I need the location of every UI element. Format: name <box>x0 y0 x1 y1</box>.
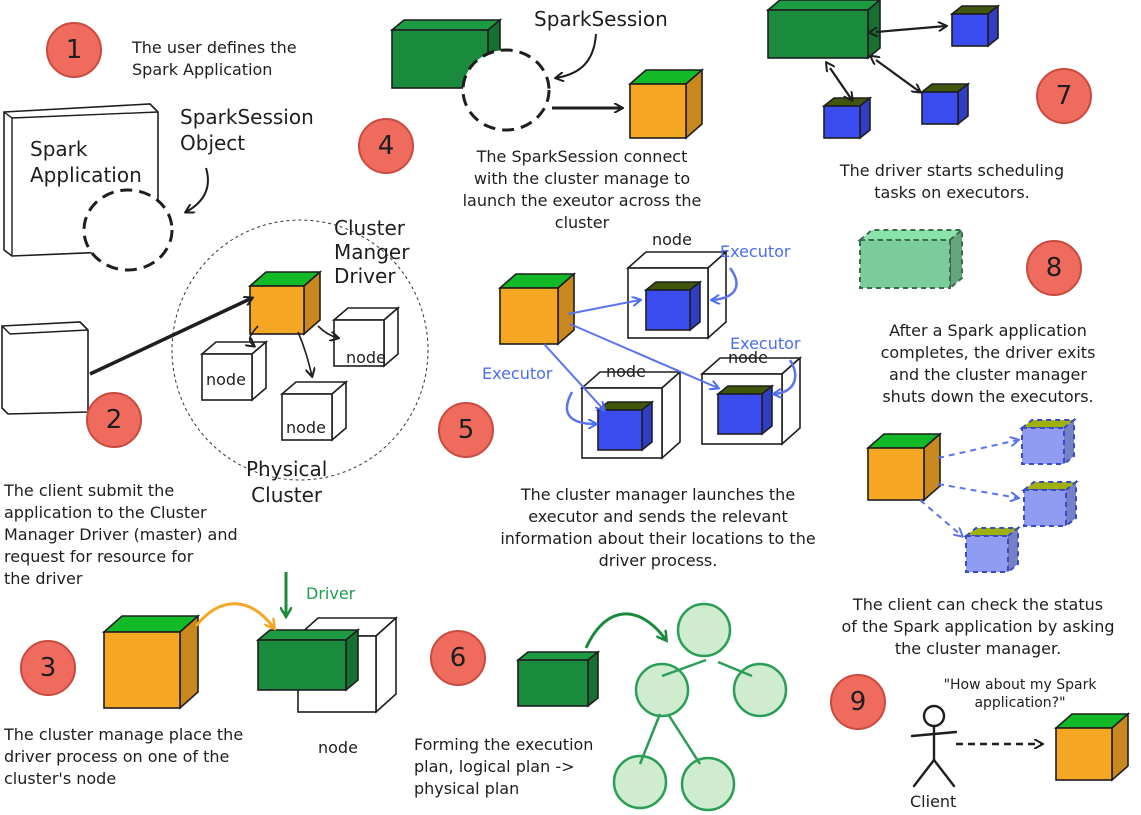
sparksession-label-arrow <box>556 33 597 78</box>
client-box <box>1 321 89 415</box>
driver-block-top <box>389 18 503 90</box>
execution-plan-tree <box>638 658 753 765</box>
step-6-badge: 6 <box>430 630 486 686</box>
cluster-manager-cube-8 <box>865 432 943 502</box>
shutdown-arrow-1 <box>937 440 1018 459</box>
schedule-arrow-1 <box>876 26 946 32</box>
sparksession-object-circle <box>82 188 174 272</box>
shutdown-arrow-3 <box>919 499 962 536</box>
executor-cube-7c <box>919 82 971 126</box>
stopped-executor-2 <box>1021 479 1079 529</box>
sparksession-object-arrow <box>186 167 209 212</box>
node-label-4: node <box>318 738 358 757</box>
node-label-2: node <box>346 348 386 367</box>
driver-block <box>255 628 361 692</box>
node-label-1: node <box>206 370 246 389</box>
schedule-arrow-2 <box>830 68 852 100</box>
driver-block-6 <box>515 650 601 708</box>
plan-node-right <box>732 662 788 718</box>
sparksession-circle <box>461 48 551 132</box>
plan-arrow <box>584 612 666 649</box>
schedule-arrow-3 <box>876 60 920 92</box>
executor-pointer-3 <box>774 359 797 394</box>
plan-node-leaf-1 <box>612 754 668 810</box>
cluster-manager-cube <box>101 614 201 710</box>
node-label-3: node <box>286 418 326 437</box>
launch-arrow-1 <box>567 300 640 315</box>
launch-arrow-2 <box>543 343 604 410</box>
client-label: Client <box>910 792 957 811</box>
step-7-badge: 7 <box>1036 68 1092 124</box>
cluster-manager-driver-cube <box>247 270 323 336</box>
place-driver-arrow <box>194 602 274 628</box>
driver-label: Driver <box>306 584 356 603</box>
executor-cube-7a <box>949 4 1001 48</box>
exited-driver-block <box>857 227 965 291</box>
client-stick-figure <box>910 704 958 788</box>
executor-pointer-1 <box>712 267 738 300</box>
plan-node-root <box>676 602 732 658</box>
launch-arrow-3 <box>569 323 718 388</box>
cluster-manager-cube-top <box>627 68 705 140</box>
driver-block-7 <box>765 0 882 60</box>
step-8-badge: 8 <box>1026 240 1082 296</box>
executor-cube-3 <box>715 384 775 436</box>
sparksession-label: SparkSession <box>534 7 668 31</box>
stopped-executor-1 <box>1019 417 1077 467</box>
executor-label-2: Executor <box>482 364 553 383</box>
driver-to-node-arrow-2 <box>297 331 312 376</box>
executor-cube-7b <box>821 96 873 140</box>
cluster-node-cube-3 <box>279 380 349 442</box>
executor-label-3: Executor <box>730 334 801 353</box>
node-label-6: node <box>606 362 646 381</box>
executor-cube-2 <box>595 400 655 452</box>
plan-node-left <box>634 662 690 718</box>
shutdown-arrow-2 <box>937 483 1018 498</box>
cluster-manager-cube-5 <box>497 272 577 346</box>
submit-arrow <box>89 298 252 376</box>
physical-cluster-boundary <box>171 219 429 481</box>
node-label-7: node <box>728 348 768 367</box>
executor-pointer-2 <box>565 391 596 424</box>
executor-label-1: Executor <box>720 242 791 261</box>
step-3-badge: 3 <box>20 640 76 696</box>
step-2-badge: 2 <box>86 392 142 448</box>
step-9-badge: 9 <box>830 674 886 730</box>
plan-node-leaf-2 <box>680 756 736 812</box>
step-5-badge: 5 <box>438 402 494 458</box>
node-label-5: node <box>652 230 692 249</box>
step-4-badge: 4 <box>358 118 414 174</box>
cluster-manager-cube-9 <box>1053 712 1131 782</box>
stopped-executor-3 <box>963 525 1021 575</box>
executor-cube-1 <box>643 280 703 332</box>
cluster-node-cube-2 <box>331 306 401 368</box>
cluster-node-cube-1 <box>199 340 269 402</box>
driver-to-node-arrow-1 <box>250 325 259 346</box>
driver-to-node-arrow-3 <box>317 325 338 338</box>
step-1-badge: 1 <box>46 22 102 78</box>
